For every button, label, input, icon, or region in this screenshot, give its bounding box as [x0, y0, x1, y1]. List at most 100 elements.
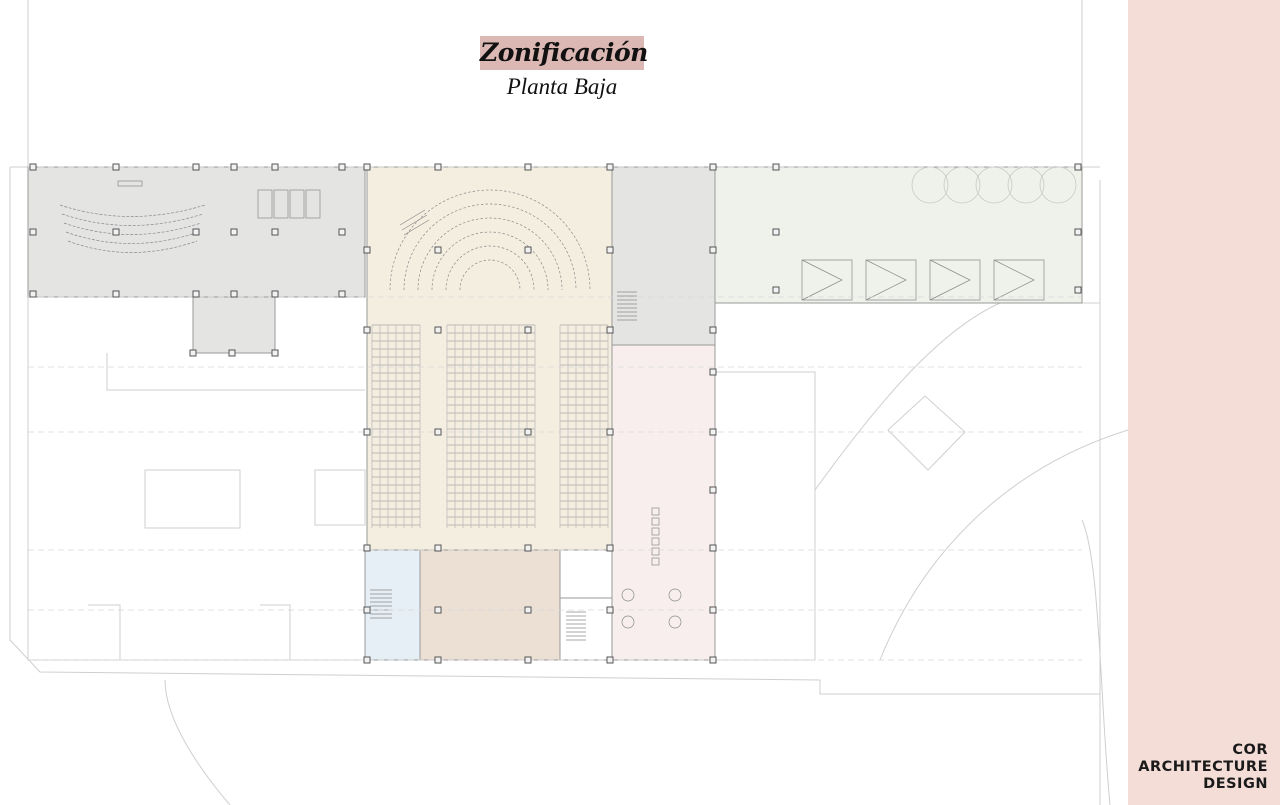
- tree: [1007, 166, 1045, 204]
- ramp: [801, 259, 853, 301]
- logo-line: DESIGN: [1203, 776, 1268, 792]
- column: [271, 228, 279, 236]
- site-line: [164, 679, 231, 805]
- zone-stairs: [364, 549, 421, 661]
- column: [606, 606, 614, 614]
- column: [772, 163, 780, 171]
- site-line: [106, 353, 365, 391]
- column: [709, 606, 717, 614]
- column: [230, 228, 238, 236]
- seat-arc: [417, 217, 563, 291]
- structural-columns: [29, 163, 1082, 664]
- column: [363, 246, 371, 254]
- plan-subtitle: Planta Baja: [506, 74, 618, 99]
- zone-services: [192, 296, 276, 354]
- bar-stool: [651, 547, 660, 556]
- site-line: [715, 371, 816, 661]
- ramp: [993, 259, 1045, 301]
- column: [434, 606, 442, 614]
- column: [230, 290, 238, 298]
- column: [112, 228, 120, 236]
- column: [606, 163, 614, 171]
- ramp: [865, 259, 917, 301]
- column: [363, 606, 371, 614]
- zone-auditorium: [366, 166, 613, 551]
- column: [772, 228, 780, 236]
- column: [606, 656, 614, 664]
- seat-row: [63, 222, 202, 235]
- column: [112, 290, 120, 298]
- site-line: [144, 469, 241, 529]
- column: [29, 163, 37, 171]
- column: [524, 163, 532, 171]
- column: [29, 228, 37, 236]
- column: [363, 163, 371, 171]
- column: [606, 246, 614, 254]
- bar-stool: [651, 527, 660, 536]
- column: [524, 544, 532, 552]
- plan-details: [28, 166, 1082, 661]
- column: [1074, 228, 1082, 236]
- column: [434, 326, 442, 334]
- toilet-stall: [273, 189, 289, 219]
- floor-plan: [9, 0, 1128, 805]
- zone-stair-core: [559, 597, 613, 661]
- column: [606, 544, 614, 552]
- site-line: [314, 469, 366, 526]
- site-line: [1081, 519, 1111, 805]
- zone-lobby: [419, 549, 561, 661]
- lectern: [117, 180, 143, 187]
- bar-stool: [651, 517, 660, 526]
- column: [230, 163, 238, 171]
- zone-garden: [714, 166, 1083, 304]
- site-line: [814, 302, 1001, 491]
- column: [434, 544, 442, 552]
- cafe-table: [621, 615, 635, 629]
- column: [271, 290, 279, 298]
- seat-row: [67, 240, 198, 253]
- site-line: [9, 167, 1100, 695]
- column: [1074, 286, 1082, 294]
- bar-stool: [651, 557, 660, 566]
- seat-arc: [431, 231, 549, 291]
- cafe-table: [668, 588, 682, 602]
- column: [434, 428, 442, 436]
- sidebar-panel: COR ARCHITECTURE DESIGN: [1128, 0, 1280, 805]
- column: [338, 163, 346, 171]
- column: [524, 246, 532, 254]
- column: [709, 544, 717, 552]
- logo-line: COR: [1232, 742, 1268, 758]
- column: [606, 326, 614, 334]
- column: [709, 326, 717, 334]
- column: [271, 349, 279, 357]
- column: [709, 486, 717, 494]
- column: [271, 163, 279, 171]
- column: [709, 163, 717, 171]
- column: [1074, 163, 1082, 171]
- cafe-table: [668, 615, 682, 629]
- column: [189, 349, 197, 357]
- site-line: [879, 429, 1128, 661]
- column: [363, 428, 371, 436]
- toilet-stall: [305, 189, 321, 219]
- column: [192, 163, 200, 171]
- column: [338, 228, 346, 236]
- seat-row: [61, 213, 204, 226]
- plan-title: Zonificación: [480, 36, 648, 70]
- logo-line: ARCHITECTURE: [1138, 759, 1268, 775]
- ramp: [929, 259, 981, 301]
- column: [192, 228, 200, 236]
- seat-arc: [389, 189, 591, 291]
- site-line: [1081, 170, 1100, 304]
- piano: [399, 209, 430, 236]
- seat-row: [59, 204, 206, 217]
- column: [709, 428, 717, 436]
- column: [29, 290, 37, 298]
- column: [363, 326, 371, 334]
- column: [524, 326, 532, 334]
- column: [192, 290, 200, 298]
- toilet-stall: [257, 189, 273, 219]
- column: [524, 656, 532, 664]
- site-line: [887, 395, 966, 471]
- column: [709, 656, 717, 664]
